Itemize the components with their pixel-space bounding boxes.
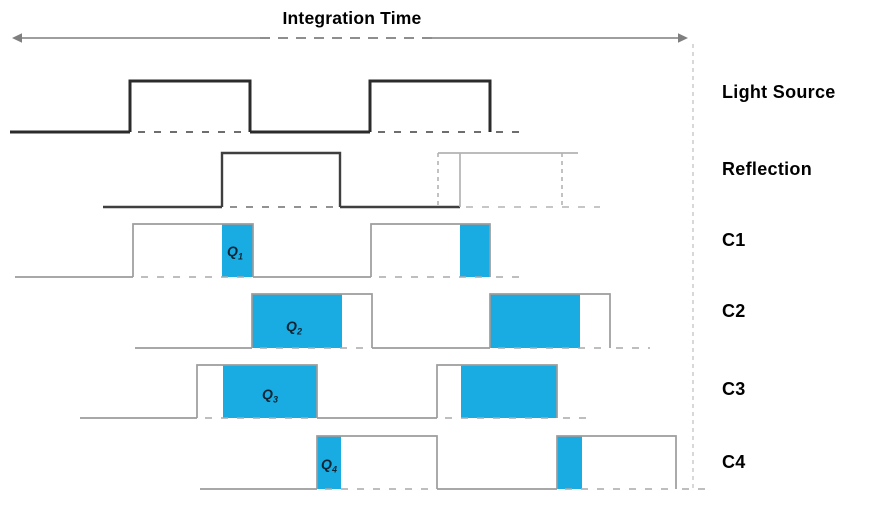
signal-pulse xyxy=(316,435,438,489)
signal-pulse xyxy=(489,293,611,348)
charge-window-fill xyxy=(252,294,342,348)
signal-pulse xyxy=(251,293,373,348)
signal-pulse xyxy=(132,223,254,277)
integration-time-title: Integration Time xyxy=(282,8,421,28)
signal-pulse xyxy=(556,435,677,489)
q-label-subscript: 1 xyxy=(238,252,243,262)
q-label-subscript: 2 xyxy=(296,327,302,337)
row-label-light-source: Light Source xyxy=(722,82,836,102)
charge-window-fill xyxy=(461,365,557,418)
charge-window-fill xyxy=(490,294,580,348)
charge-window-fill xyxy=(223,365,317,418)
signal-pulse xyxy=(370,223,491,277)
q-label-subscript: 3 xyxy=(273,395,278,405)
q-label-subscript: 4 xyxy=(331,465,337,475)
signal-pulse xyxy=(196,364,318,418)
charge-window-fill xyxy=(460,224,490,277)
row-label-reflection: Reflection xyxy=(722,159,812,179)
signal-pulse xyxy=(128,79,252,132)
signal-pulse xyxy=(436,364,558,418)
charge-window-fill xyxy=(222,224,253,277)
row-label-c2: C2 xyxy=(722,301,746,321)
row-label-c1: C1 xyxy=(722,230,746,250)
arrowhead-right-icon xyxy=(678,33,688,43)
signal-pulse xyxy=(220,151,342,207)
charge-window-fill xyxy=(317,436,341,489)
signal-pulse xyxy=(368,79,492,132)
row-label-c4: C4 xyxy=(722,452,746,472)
row-label-c3: C3 xyxy=(722,379,746,399)
arrowhead-left-icon xyxy=(12,33,22,43)
charge-window-fill xyxy=(557,436,582,489)
